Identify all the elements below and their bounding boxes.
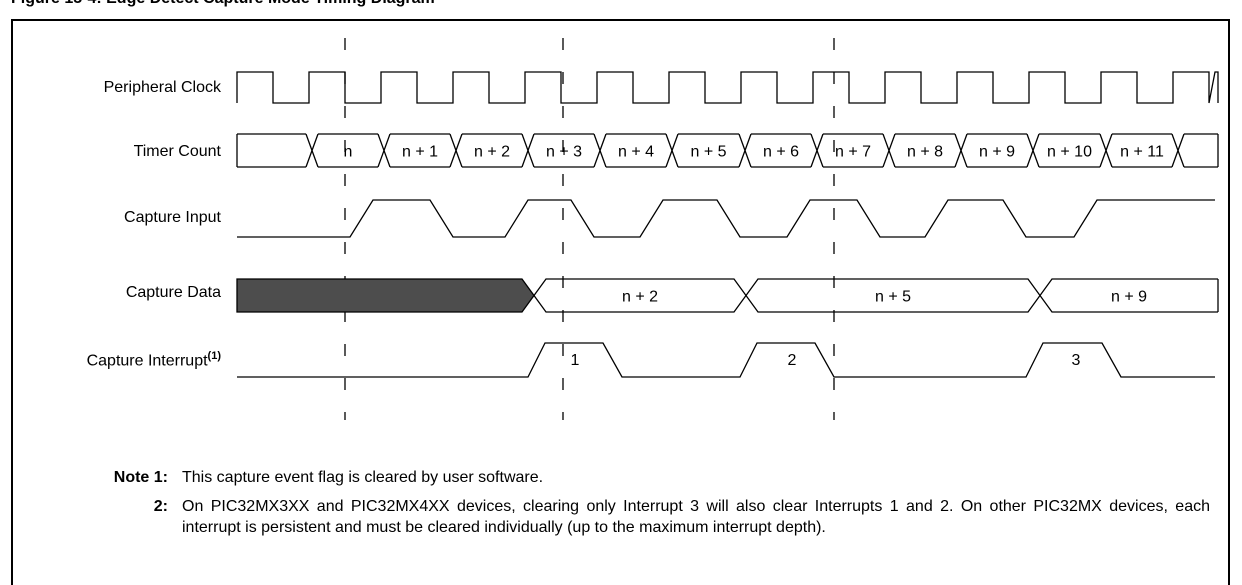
note-1-text: This capture event flag is cleared by us… — [182, 469, 544, 486]
timer-cross-b-6 — [738, 133, 752, 168]
clock-waveform — [236, 71, 1219, 104]
note-1: Note 1: This capture event flag is clear… — [90, 467, 1210, 488]
capture-interrupt-waveform: 1 2 3 — [237, 342, 1215, 378]
notes-section: Note 1: This capture event flag is clear… — [90, 467, 1210, 546]
label-capture-input: Capture Input — [124, 209, 221, 226]
timer-cross-b-1 — [377, 133, 391, 168]
timer-cross-b-7 — [810, 133, 824, 168]
timer-count-value: n + 5 — [690, 144, 726, 161]
timer-count-value: n + 11 — [1120, 144, 1164, 161]
capture-interrupt-trace — [237, 342, 1215, 378]
label-capture-interrupt-text: Capture Interrupt — [86, 352, 208, 370]
capture-data-top — [533, 278, 1218, 313]
figure-frame — [11, 19, 1230, 585]
timer-count-value: n + 10 — [1047, 144, 1092, 161]
timer-cross-b-2 — [449, 133, 463, 168]
timer-cross-b-3 — [521, 133, 535, 168]
capture-data-value: n + 5 — [875, 289, 911, 306]
interrupt-label: 3 — [1072, 352, 1081, 369]
capture-input-waveform — [237, 199, 1215, 238]
note-1-head: Note 1: — [113, 469, 168, 486]
figure-title-text: Figure 15-4: Edge Detect Capture Mode Ti… — [11, 0, 435, 8]
capture-data-value: n + 2 — [622, 289, 658, 306]
timer-count-bus: n n + 1 n + 2 n + 3 n + 4 n + 5 n + 6 n + 7 n + … — [236, 133, 1219, 168]
label-peripheral-clock: Peripheral Clock — [103, 79, 221, 96]
clock-trace — [236, 71, 1219, 104]
label-capture-interrupt-sup: (1) — [207, 350, 221, 362]
capture-data-invalid-region — [236, 278, 535, 313]
capture-data-value: n + 9 — [1111, 289, 1147, 306]
timer-cross-b-0 — [305, 133, 319, 168]
note-2-head: 2: — [153, 498, 168, 515]
timer-count-value: n + 9 — [979, 144, 1015, 161]
label-capture-data: Capture Data — [125, 284, 221, 301]
timer-cross-b-4 — [593, 133, 607, 168]
interrupt-label: 2 — [788, 352, 797, 369]
note-2-text: On PIC32MX3XX and PIC32MX4XX devices, cl… — [182, 498, 1210, 536]
capture-data-bottom — [533, 278, 1218, 313]
timer-count-value: n + 6 — [763, 144, 799, 161]
capture-input-trace — [237, 199, 1215, 238]
timer-cross-b-11 — [1099, 133, 1113, 168]
label-timer-count: Timer Count — [133, 143, 221, 160]
label-capture-interrupt: Capture Interrupt(1) — [87, 350, 221, 370]
timer-count-value: n + 3 — [546, 144, 582, 161]
timer-cross-b-12 — [1171, 133, 1185, 168]
timer-cross-b-9 — [954, 133, 968, 168]
capture-data-bus: n + 2 n + 5 n + 9 — [236, 278, 1219, 313]
timer-count-value: n + 4 — [618, 144, 654, 161]
timer-count-value: n + 8 — [907, 144, 943, 161]
timer-cross-b-10 — [1026, 133, 1040, 168]
timer-cross-b-5 — [665, 133, 679, 168]
timer-count-value: n + 7 — [835, 144, 871, 161]
timer-count-value: n + 2 — [474, 144, 510, 161]
timer-count-value: n — [344, 144, 353, 161]
figure-title: Figure 15-4: Edge Detect Capture Mode Ti… — [11, 0, 1230, 8]
interrupt-label: 1 — [571, 352, 580, 369]
note-2: 2: On PIC32MX3XX and PIC32MX4XX devices,… — [90, 496, 1210, 538]
timer-count-value: n + 1 — [402, 144, 438, 161]
timer-cross-b-8 — [882, 133, 896, 168]
